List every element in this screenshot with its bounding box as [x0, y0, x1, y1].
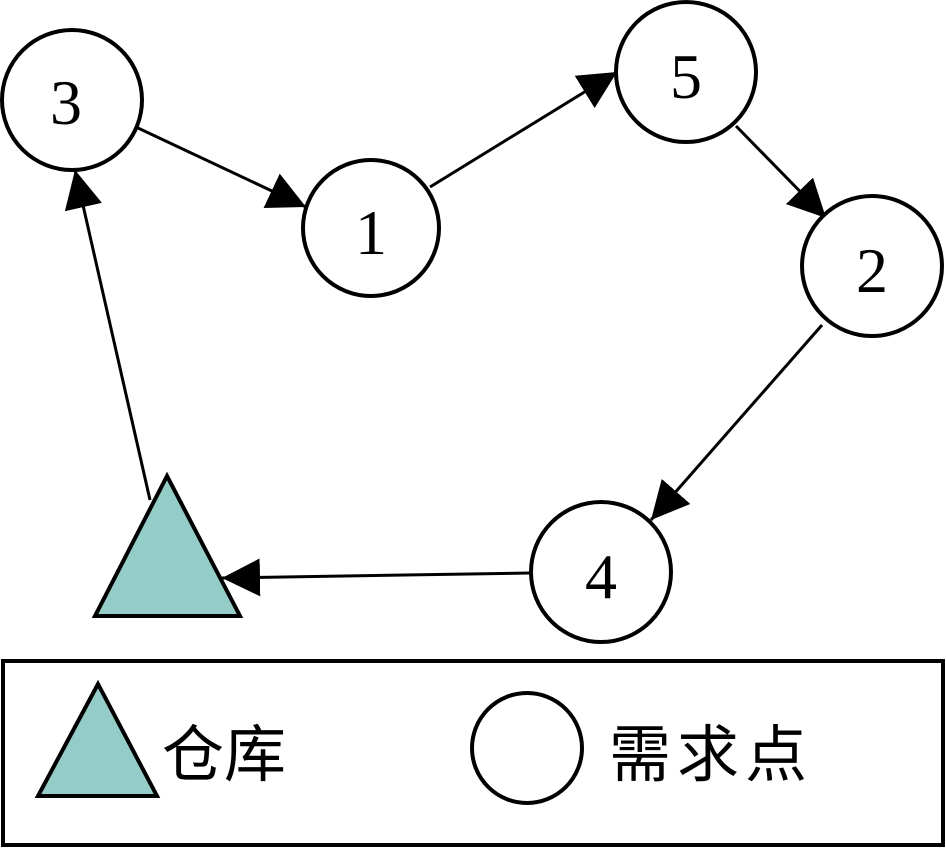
legend-demand-label: 需求点: [609, 718, 813, 791]
legend: 仓库 需求点: [1, 659, 945, 847]
edge-2-to-4: [649, 324, 824, 521]
node-label-5: 5: [670, 41, 702, 112]
warehouse-triangle-icon: [91, 471, 244, 618]
node-label-4: 4: [585, 541, 617, 612]
node-2: 2: [800, 194, 944, 338]
edge-4-to-warehouse: [221, 558, 531, 597]
node-5: 5: [614, 0, 758, 144]
node-3: 3: [0, 28, 144, 172]
legend-warehouse-label: 仓库: [162, 718, 286, 791]
edge-3-to-1: [137, 126, 307, 209]
node-4: 4: [529, 500, 673, 644]
legend-warehouse-triangle-icon: [34, 679, 161, 798]
edge-warehouse-to-3: [64, 169, 152, 501]
edge-1-to-5: [429, 70, 618, 189]
node-label-3: 3: [50, 67, 82, 138]
legend-demand-circle-icon: [470, 691, 584, 805]
node-label-1: 1: [355, 197, 387, 268]
edge-5-to-2: [734, 124, 828, 220]
node-1: 1: [301, 158, 441, 298]
node-label-2: 2: [856, 235, 888, 306]
